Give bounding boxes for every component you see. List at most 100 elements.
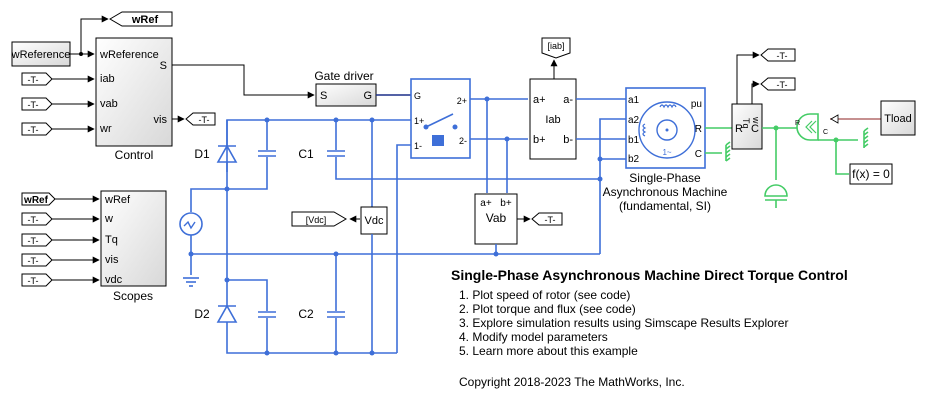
svg-text:[iab]: [iab] [547,41,564,51]
switch-block[interactable]: G 1+ 1- 2+ 2- [410,78,471,159]
svg-text:1~: 1~ [662,148,671,157]
svg-text:wr: wr [99,123,112,135]
svg-text:w: w [104,213,113,225]
svg-text:-T-: -T- [545,215,556,225]
svg-text:a+: a+ [480,198,492,209]
ideal-torque-source[interactable]: R C [795,113,828,141]
ideal-torque-sensor[interactable]: Tq w R C [731,103,763,150]
svg-text:-T-: -T- [28,75,39,85]
control-block[interactable]: wReference iab vab wr S vis Control [95,37,173,162]
svg-text:b1: b1 [628,135,640,146]
svg-text:Tload: Tload [884,113,912,125]
goto-tag-tq[interactable]: -T- [760,48,796,62]
svg-text:wRef: wRef [131,14,159,26]
solver-configuration-block[interactable]: f(x) = 0 [849,163,893,185]
svg-text:a1: a1 [628,95,640,106]
svg-text:R: R [795,120,800,127]
ground-icon [183,277,199,287]
svg-text:C: C [823,129,828,136]
from-tag-w[interactable]: -T- [21,212,53,226]
scopes-block[interactable]: wRef w Tq vis vdc Scopes [100,190,167,303]
annotation-link-plot-speed[interactable]: 1. Plot speed of rotor (see code) [459,288,631,302]
diode-d1[interactable]: D1 [194,144,238,163]
svg-text:f(x) = 0: f(x) = 0 [852,167,890,181]
svg-text:(fundamental, SI): (fundamental, SI) [619,199,711,213]
annotation-link-learn-more[interactable]: 5. Learn more about this example [459,344,638,358]
svg-text:b+: b+ [533,134,546,146]
svg-text:D2: D2 [194,307,210,321]
inertia-icon[interactable] [764,184,788,208]
from-tag-vdc[interactable]: -T- [21,273,53,287]
svg-text:vis: vis [154,114,168,126]
svg-text:[Vdc]: [Vdc] [306,215,327,225]
from-tag-tq[interactable]: -T- [21,233,53,247]
from-tag-vab[interactable]: -T- [21,97,53,111]
svg-text:1+: 1+ [414,116,424,126]
svg-text:wRef: wRef [104,194,131,206]
from-tag-wr[interactable]: -T- [21,122,53,136]
wref-goto-tag[interactable]: wRef [109,11,173,27]
svg-text:Iab: Iab [545,114,560,126]
ac-voltage-source[interactable] [179,212,203,236]
svg-text:iab: iab [100,73,115,85]
capacitor-c2[interactable]: C2 [298,307,345,321]
from-tag-wref[interactable]: wRef [21,192,56,206]
goto-tag-w[interactable]: -T- [760,77,796,91]
svg-text:Vdc: Vdc [365,215,384,227]
svg-text:D1: D1 [194,147,210,161]
svg-text:a-: a- [563,94,573,106]
annotation-link-results-explorer[interactable]: 3. Explore simulation results using Sims… [459,316,789,330]
vdc-goto-tag[interactable]: [Vdc] [291,211,347,227]
svg-text:Control: Control [115,148,154,162]
svg-text:G: G [363,90,372,102]
svg-text:Single-Phase: Single-Phase [629,171,701,185]
gate-driver-block[interactable]: Gate driver S G [314,69,377,107]
tload-block[interactable]: Tload [880,100,916,136]
svg-text:-T-: -T- [28,236,39,246]
svg-text:R: R [735,123,743,135]
vab-voltage-sensor[interactable]: a+ b+ Vab [474,193,518,245]
svg-text:Vab: Vab [486,211,507,225]
model-annotation: Single-Phase Asynchronous Machine Direct… [451,267,848,389]
svg-text:vab: vab [100,98,118,110]
svg-text:1-: 1- [414,141,422,151]
copyright-text: Copyright 2018-2023 The MathWorks, Inc. [459,375,685,389]
from-tag-vis[interactable]: -T- [21,253,53,267]
annotation-link-plot-torque[interactable]: 2. Plot torque and flux (see code) [459,302,636,316]
from-tag-iab[interactable]: -T- [21,72,53,86]
diode-d2[interactable]: D2 [194,304,238,323]
svg-text:Gate driver: Gate driver [314,69,373,83]
svg-text:-T-: -T- [28,100,39,110]
mechanical-reference-icon [725,141,731,162]
annotation-title: Single-Phase Asynchronous Machine Direct… [451,267,848,283]
svg-text:wReference: wReference [11,49,71,61]
goto-tag-vis[interactable]: -T- [185,112,216,126]
capacitor-d2-snubber [258,311,276,318]
svg-text:w: w [751,116,761,124]
iab-current-sensor[interactable]: a+ a- Iab b+ b- [529,78,577,160]
single-phase-asynchronous-machine[interactable]: a1 a2 b1 b2 pu R C 1~ [625,87,706,169]
svg-text:a2: a2 [628,115,640,126]
annotation-link-modify-parameters[interactable]: 4. Modify model parameters [459,330,608,344]
wreference-block[interactable]: wReference [11,41,71,67]
svg-text:C1: C1 [298,147,314,161]
capacitor-c1[interactable]: C1 [298,147,345,161]
svg-text:-T-: -T- [28,256,39,266]
capacitor-d1-snubber [258,150,276,157]
svg-text:S: S [320,90,327,102]
svg-text:Tq: Tq [105,234,118,246]
svg-text:C: C [751,123,759,135]
vdc-sensor-block[interactable]: Vdc [360,206,388,235]
svg-text:-T-: -T- [199,115,210,125]
svg-text:G: G [414,91,421,101]
svg-text:b+: b+ [500,198,512,209]
svg-text:-T-: -T- [777,51,788,61]
svg-text:-T-: -T- [28,125,39,135]
mechanical-reference-icon-2 [863,127,869,148]
svg-text:C2: C2 [298,307,314,321]
goto-tag-vab[interactable]: -T- [531,212,563,226]
iab-goto-tag[interactable]: [iab] [541,37,571,59]
svg-text:a+: a+ [533,94,546,106]
svg-text:C: C [695,149,702,160]
